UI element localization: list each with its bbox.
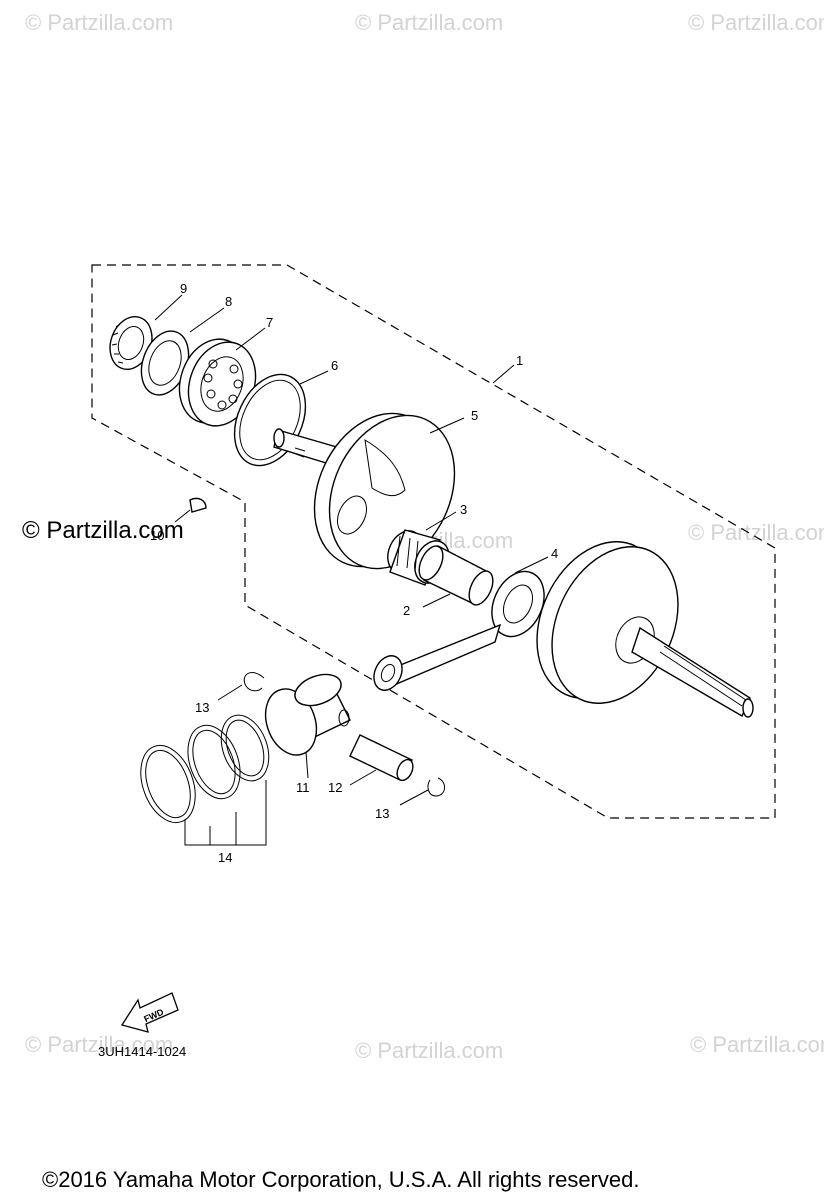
part-12-piston-pin xyxy=(349,734,414,782)
leader-lines xyxy=(154,294,549,846)
assembly-outline xyxy=(91,264,776,819)
crank-web-right xyxy=(536,541,754,718)
part-13-circlip-lower xyxy=(427,777,445,797)
part-5-crank-web xyxy=(313,412,456,570)
part-11-piston xyxy=(264,673,351,756)
callout-8: 8 xyxy=(225,294,232,309)
fwd-arrow-icon: FWD xyxy=(120,992,179,1033)
part-9-nut xyxy=(109,316,153,370)
callout-2: 2 xyxy=(403,603,410,618)
callout-9: 9 xyxy=(180,281,187,296)
watermark-bottom-left: © Partzilla.com xyxy=(25,1032,173,1057)
part-14-piston-rings xyxy=(140,714,270,824)
watermark-top-left: © Partzilla.com xyxy=(25,10,173,35)
callout-5: 5 xyxy=(471,408,478,423)
callout-13-lower: 13 xyxy=(375,806,389,821)
callout-3: 3 xyxy=(460,502,467,517)
part-2-crank-pin xyxy=(418,545,494,606)
callout-11: 11 xyxy=(296,780,310,795)
callout-4: 4 xyxy=(551,546,558,561)
watermark-top-right: © Partzilla.com xyxy=(688,10,824,35)
callout-14: 14 xyxy=(218,850,232,865)
callout-13-upper: 13 xyxy=(195,700,209,715)
part-10-key xyxy=(189,497,207,513)
watermarks: © Partzilla.com © Partzilla.com © Partzi… xyxy=(25,10,824,1063)
part-13-circlip-upper xyxy=(243,672,265,692)
watermark-overlay: © Partzilla.com xyxy=(22,517,184,544)
callouts: 1 2 3 4 5 6 7 8 9 10 11 12 13 13 14 xyxy=(150,281,558,865)
part-7-bearing xyxy=(178,338,257,427)
copyright-text: ©2016 Yamaha Motor Corporation, U.S.A. A… xyxy=(42,1167,639,1192)
diagram-code: 3UH1414-1024 xyxy=(98,1044,186,1059)
callout-1: 1 xyxy=(516,353,523,368)
watermark-bottom-right: © Partzilla.com xyxy=(690,1032,824,1057)
watermark-top-center: © Partzilla.com xyxy=(355,10,503,35)
watermark-middle-right: © Partzilla.com xyxy=(688,520,824,545)
callout-6: 6 xyxy=(331,358,338,373)
callout-10: 10 xyxy=(150,528,164,543)
watermark-bottom-center: © Partzilla.com xyxy=(355,1038,503,1063)
part-4-connecting-rod xyxy=(373,570,545,691)
callout-7: 7 xyxy=(266,315,273,330)
callout-12: 12 xyxy=(328,780,342,795)
